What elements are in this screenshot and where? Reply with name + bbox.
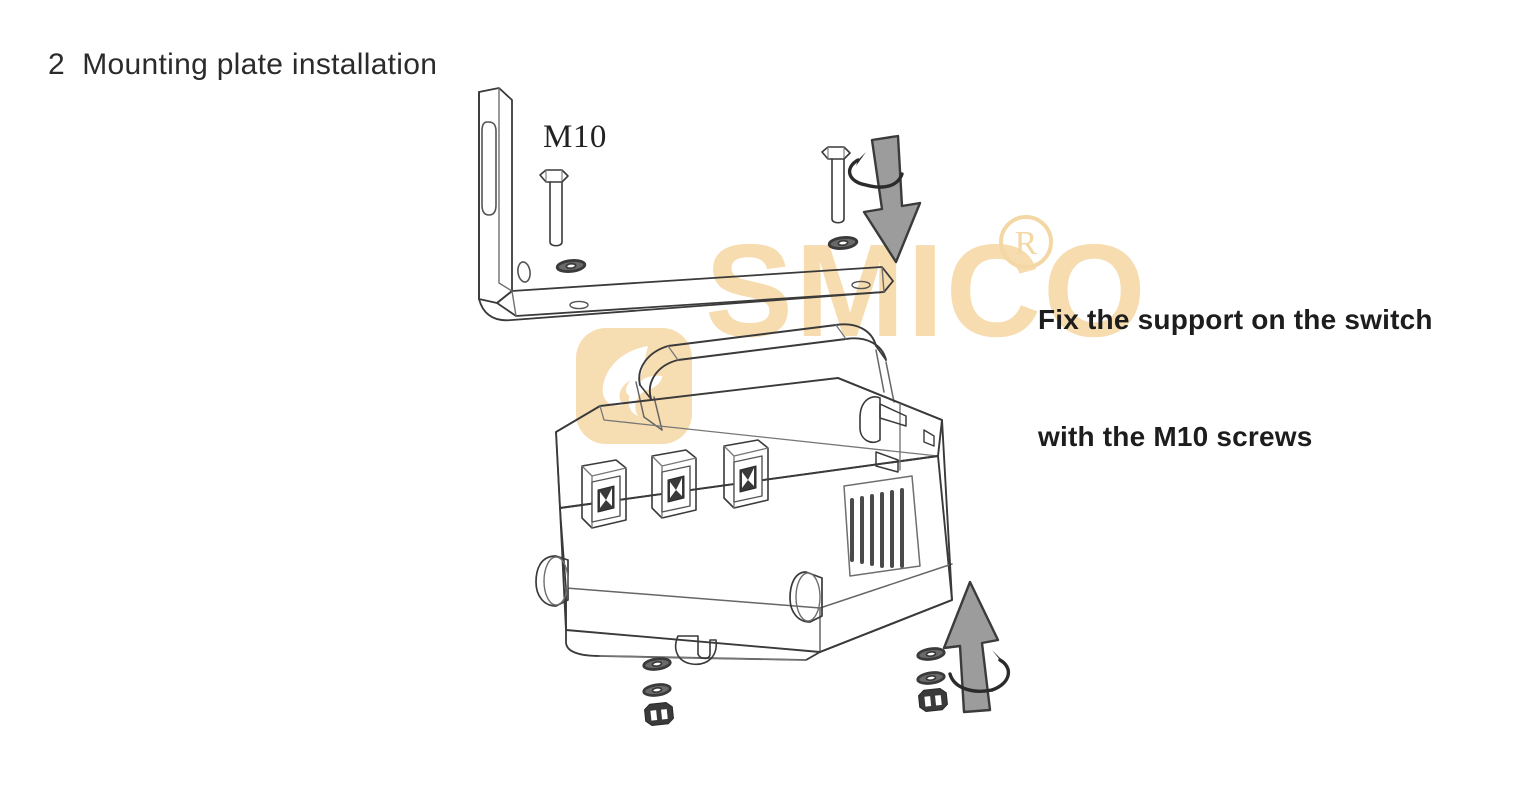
page-title: 2 Mounting plate installation (48, 48, 438, 81)
washer-stack-right-part (915, 645, 949, 713)
washer-left-upper-part (555, 257, 587, 275)
washer-stack-left-part (641, 655, 675, 727)
switch-body-part (535, 323, 953, 665)
instruction-callout: Fix the support on the switch with the M… (1038, 222, 1433, 534)
m10-bolt-right-part (821, 146, 851, 224)
instruction-line-2: with the M10 screws (1038, 421, 1313, 452)
m10-bolt-left-part (539, 169, 569, 247)
instruction-line-1: Fix the support on the switch (1038, 304, 1433, 335)
m10-size-label: M10 (543, 119, 607, 155)
washer-right-upper-part (827, 234, 859, 252)
assembly-arrow-down-icon (847, 134, 922, 264)
assembly-arrow-up-icon (942, 580, 1011, 714)
mounting-bracket-part (478, 87, 894, 322)
